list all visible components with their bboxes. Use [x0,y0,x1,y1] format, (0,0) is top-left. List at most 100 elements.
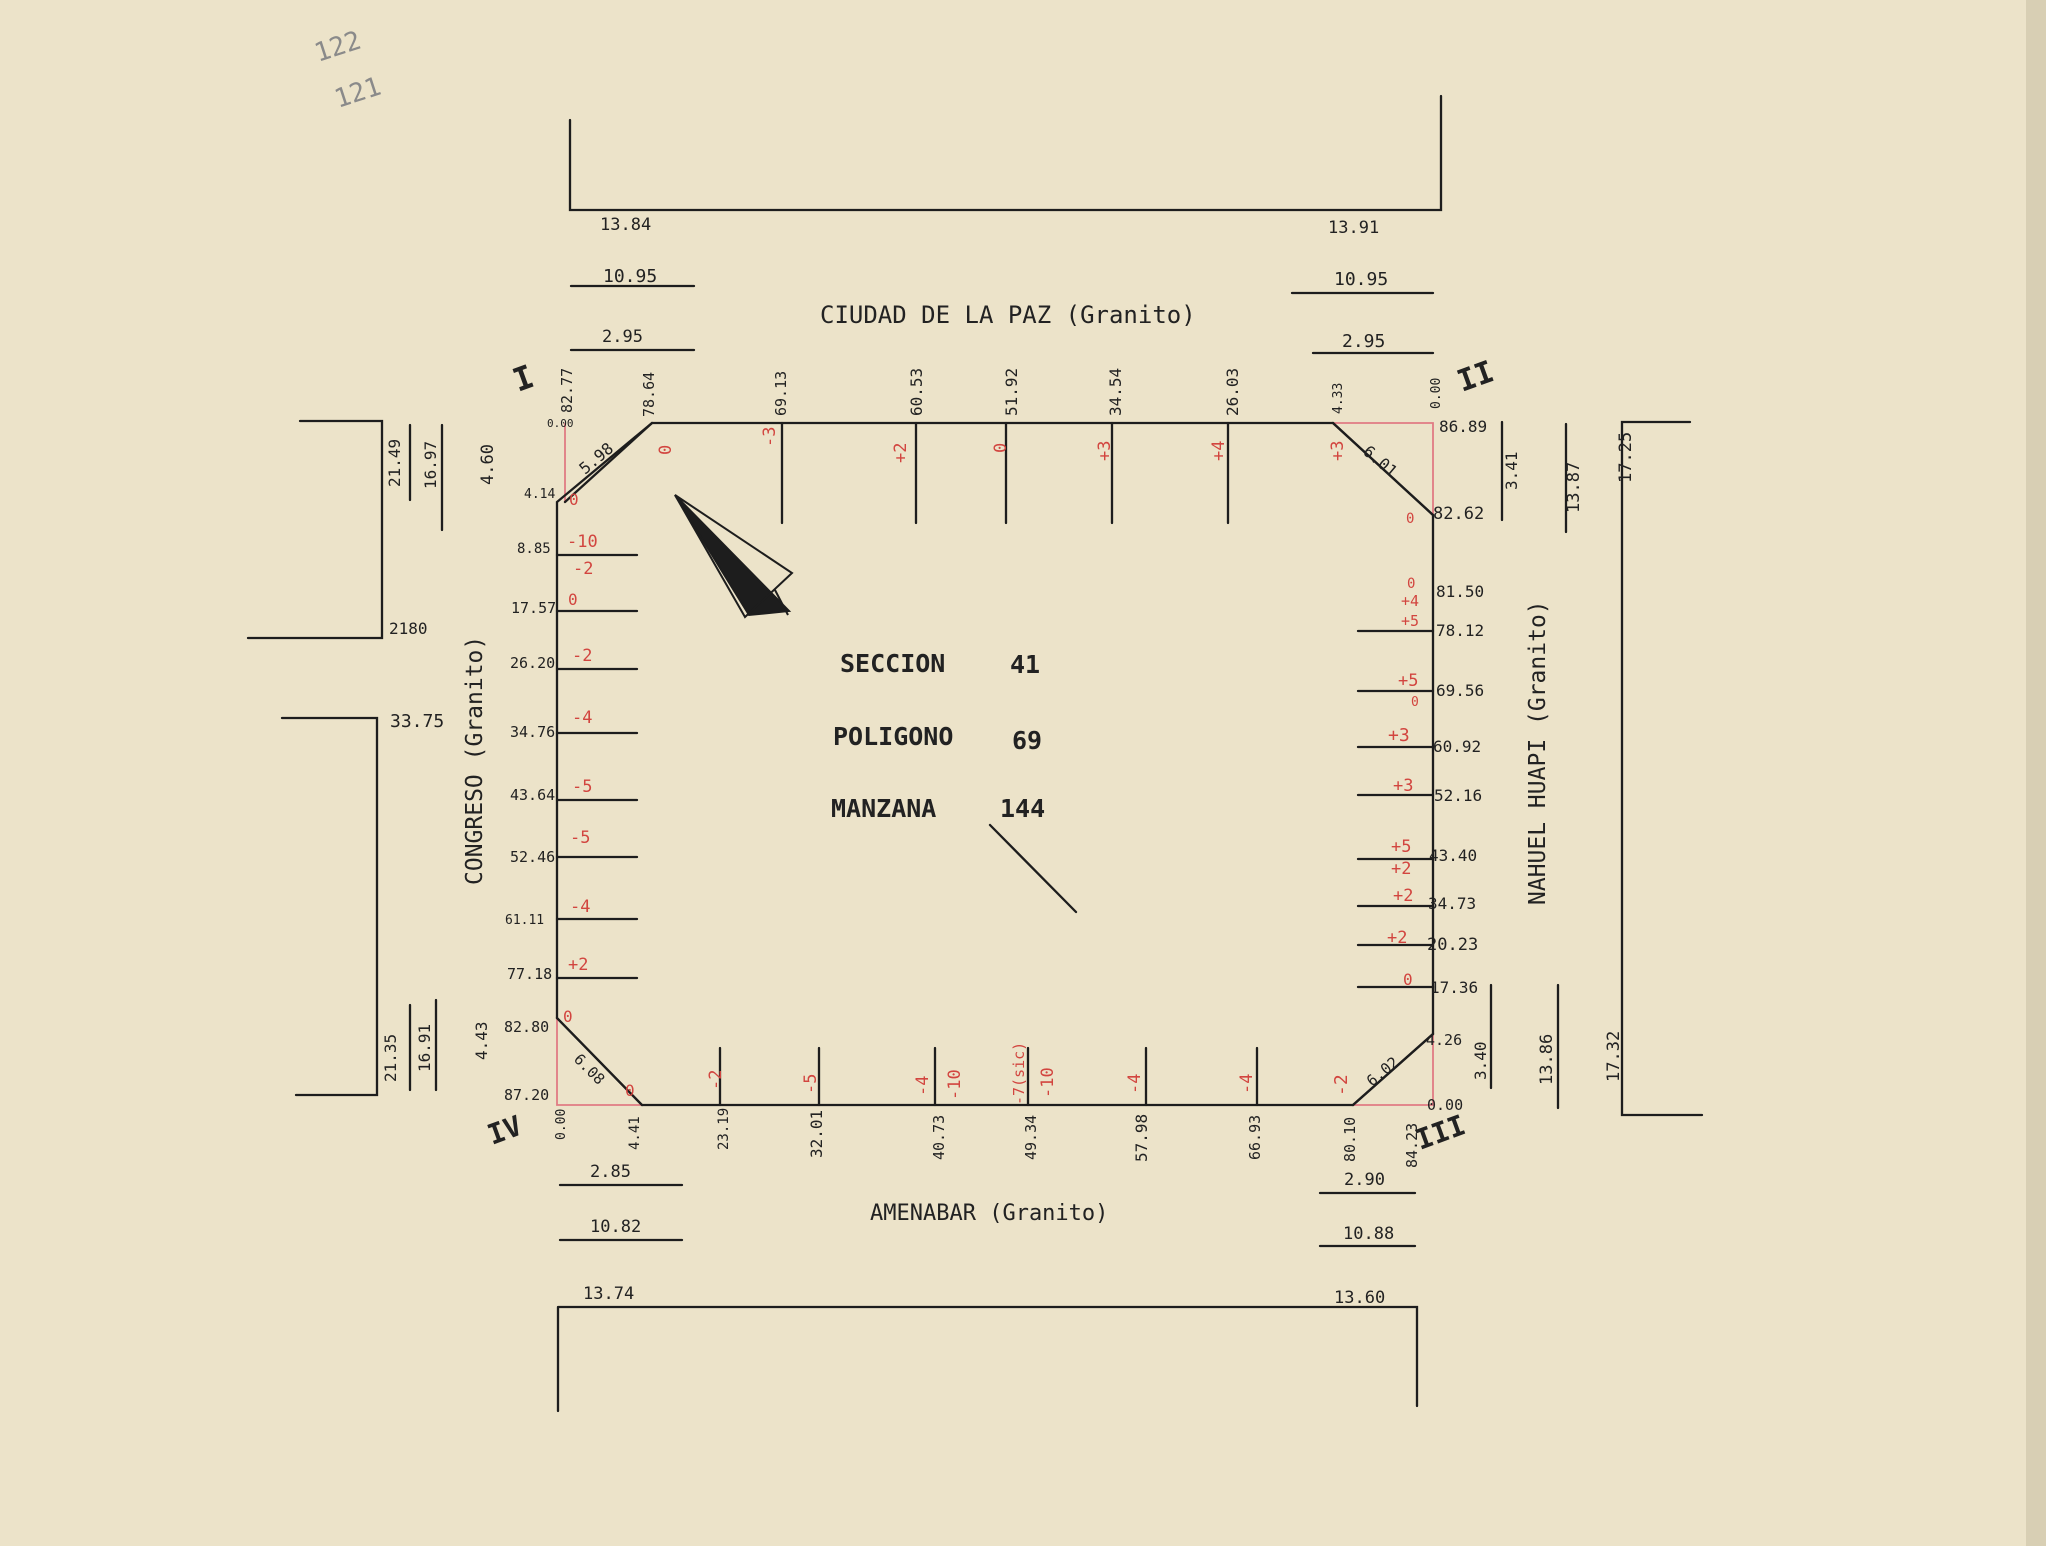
block-polygon [555,421,1435,1107]
left-tick-6: 52.46 [510,848,555,866]
left-level-5: -4 [572,708,592,728]
left-level-1: -10 [567,532,598,552]
bottom-tick-2: 23.19 [716,1108,732,1150]
left-outer-0: 21.49 [385,439,404,487]
bottom-level-5: -7(sic) [1010,1042,1028,1105]
right-tick-10: 4.26 [1426,1031,1462,1049]
right-level-8: +5 [1391,837,1411,857]
top-level-0: 0 [656,445,676,455]
poligono-value: 69 [1012,726,1042,755]
right-outer-1: 13.87 [1564,462,1584,513]
left-tick-4: 34.76 [510,723,555,741]
seccion-value: 41 [1010,650,1040,679]
poligono-label: POLIGONO [833,722,953,751]
manzana-pointer-line [988,823,1078,914]
adjacent-block-lines [246,94,1704,1413]
bottom-level-7: -4 [1125,1074,1145,1094]
right-level-5: 0 [1411,695,1419,710]
bottom-level-3: -4 [913,1076,933,1096]
left-tick-0: 4.14 [524,487,555,502]
top-tick-3: 69.13 [772,371,790,416]
southwest-block-outline [280,716,379,1097]
right-tick-1: 81.50 [1436,582,1484,601]
title-block: SECCION 41 POLIGONO 69 MANZANA 144 [831,649,1045,823]
left-outer-2: 4.60 [478,444,498,485]
left-level-3: 0 [568,590,578,609]
left-level-6: -5 [572,777,592,797]
left-outer-5: 21.35 [381,1034,400,1082]
left-tick-10: 87.20 [504,1086,549,1104]
right-outer-4: 13.86 [1537,1034,1557,1085]
bottom-level-2: -5 [801,1074,821,1094]
top-right-offset-b: 2.95 [1342,331,1385,352]
bottom-outer-right: 13.60 [1334,1288,1385,1308]
right-level-1: 0 [1407,576,1415,592]
bottom-tick-0: 0.00 [554,1109,569,1140]
left-level-9: +2 [568,955,588,975]
left-tick-9: 82.80 [504,1018,549,1036]
manzana-value: 144 [1000,794,1045,823]
left-outer-7: 4.43 [472,1021,491,1060]
top-tick-6: 34.54 [1106,368,1125,416]
corner-ii-guide [1333,422,1434,515]
seccion-label: SECCION [840,649,945,678]
bottom-left-offset-b: 10.82 [590,1217,641,1237]
bottom-tick-1: 4.41 [627,1116,643,1150]
top-level-3: 0 [991,443,1011,453]
left-level-8: -4 [570,897,590,917]
left-tick-1: 8.85 [517,541,551,557]
right-tick-4: 60.92 [1433,737,1481,756]
chamfer-iii-line [1351,1032,1435,1107]
left-tick-8: 77.18 [507,965,552,983]
chamfer-i-line [563,421,654,504]
bottom-level-9: -2 [1331,1074,1352,1096]
right-level-2: +4 [1401,592,1419,610]
northwest-block-outline [246,419,384,640]
east-block-outline [1620,420,1704,1117]
left-outer-6: 16.91 [415,1024,434,1072]
bottom-level-4: -10 [945,1069,965,1100]
bottom-level-8: -4 [1237,1074,1257,1094]
left-tick-2: 17.57 [511,599,556,617]
left-level-0: 0 [569,490,579,509]
street-bottom-name: AMENABAR (Granito) [870,1201,1108,1226]
right-tick-2: 78.12 [1436,621,1484,640]
right-level-11: +2 [1387,928,1407,948]
right-level-7: +3 [1393,776,1413,796]
top-level-2: +2 [891,443,911,463]
chamfer-ii-line [1331,421,1435,517]
bottom-tick-6: 57.98 [1132,1114,1151,1162]
left-level-2: -2 [573,559,593,579]
top-outer-left: 13.84 [600,215,651,235]
street-top-name: CIUDAD DE LA PAZ (Granito) [820,301,1196,329]
north-arrow-icon [674,494,794,619]
left-outer-1: 16.97 [421,441,440,489]
top-left-offset-b: 2.95 [602,327,643,347]
top-tick-8: 4.33 [1331,383,1346,414]
left-level-4: -2 [572,646,592,666]
bottom-tick-3: 32.01 [807,1110,826,1158]
top-tick-2: 78.64 [640,372,658,417]
bottom-tick-7: 66.93 [1246,1115,1264,1160]
bottom-tick-5: 49.34 [1022,1115,1040,1160]
left-tick-7: 61.11 [505,913,544,928]
top-left-offset-a: 10.95 [603,266,657,287]
corner-guides [556,422,1434,1106]
bottom-level-0: 0 [625,1081,635,1100]
left-outer-3: 2180 [389,619,428,638]
right-outer-2: 17.25 [1616,432,1636,483]
bottom-level-6: -10 [1038,1067,1058,1098]
top-tick-9: 0.00 [1429,378,1444,409]
left-tick-3: 26.20 [510,654,555,672]
right-level-9: +2 [1391,859,1411,879]
right-level-12: 0 [1403,970,1413,989]
right-tick-9: 17.36 [1430,978,1478,997]
corner-iv-guide [556,1018,642,1106]
left-tick-5: 43.64 [510,786,555,804]
right-outer-0: 3.41 [1502,451,1521,490]
right-tick-3: 69.56 [1436,681,1484,700]
top-tick-0: 0.00 [547,417,574,430]
top-level-4: +3 [1095,441,1115,461]
